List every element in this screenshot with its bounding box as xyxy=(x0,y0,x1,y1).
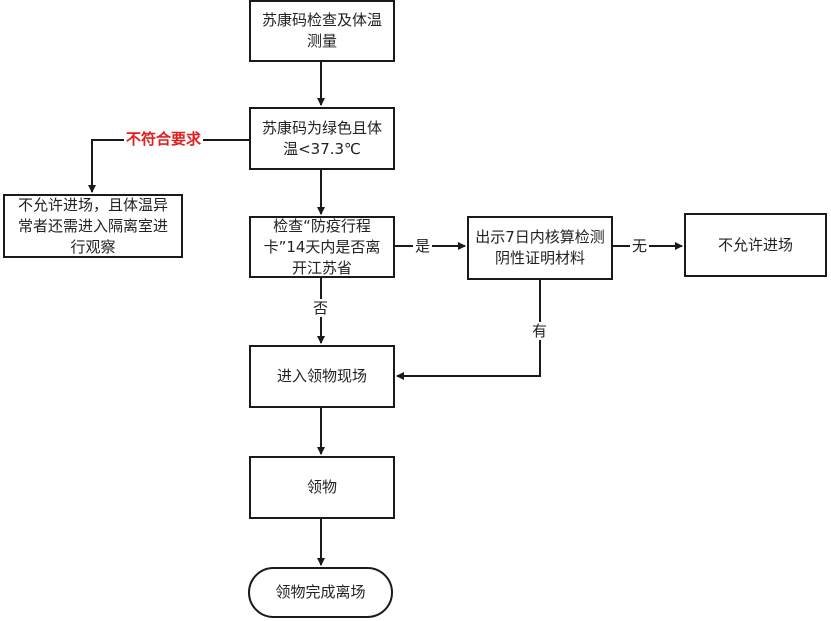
edge-label-fail: 不符合要求 xyxy=(124,130,204,148)
node-reject-quarantine: 不允许进场，且体温异常者还需进入隔离室进行观察 xyxy=(3,194,183,258)
node-reject-text: 不允许进场 xyxy=(717,235,793,254)
node-start-text: 苏康码检查及体温测量 xyxy=(261,11,382,50)
edge-label-yes: 是 xyxy=(413,237,433,255)
node-collect-text: 领物 xyxy=(306,478,337,496)
node-check-code: 苏康码为绿色且体温<37.3℃ xyxy=(249,107,395,170)
node-collect: 领物 xyxy=(249,456,395,519)
edge-label-none: 无 xyxy=(630,237,650,255)
node-finish-text: 领物完成离场 xyxy=(275,583,366,601)
node-check-travel: 检查“防疫行程卡”14天内是否离开江苏省 xyxy=(249,216,395,278)
node-show-test: 出示7日内核算检测阴性证明材料 xyxy=(467,216,613,280)
node-enter: 进入领物现场 xyxy=(249,345,395,408)
node-reject: 不允许进场 xyxy=(684,213,827,277)
node-check-code-text: 苏康码为绿色且体温<37.3℃ xyxy=(261,118,382,158)
edge-label-have: 有 xyxy=(530,322,550,340)
edge-test-have xyxy=(396,280,541,380)
node-enter-text: 进入领物现场 xyxy=(276,367,367,385)
node-check-travel-text: 检查“防疫行程卡”14天内是否离开江苏省 xyxy=(263,216,381,277)
node-start: 苏康码检查及体温测量 xyxy=(249,0,395,62)
node-show-test-text: 出示7日内核算检测阴性证明材料 xyxy=(475,228,605,267)
node-reject-quarantine-text: 不允许进场，且体温异常者还需进入隔离室进行观察 xyxy=(17,195,168,256)
node-finish: 领物完成离场 xyxy=(248,567,393,618)
edge-label-no: 否 xyxy=(311,299,331,317)
